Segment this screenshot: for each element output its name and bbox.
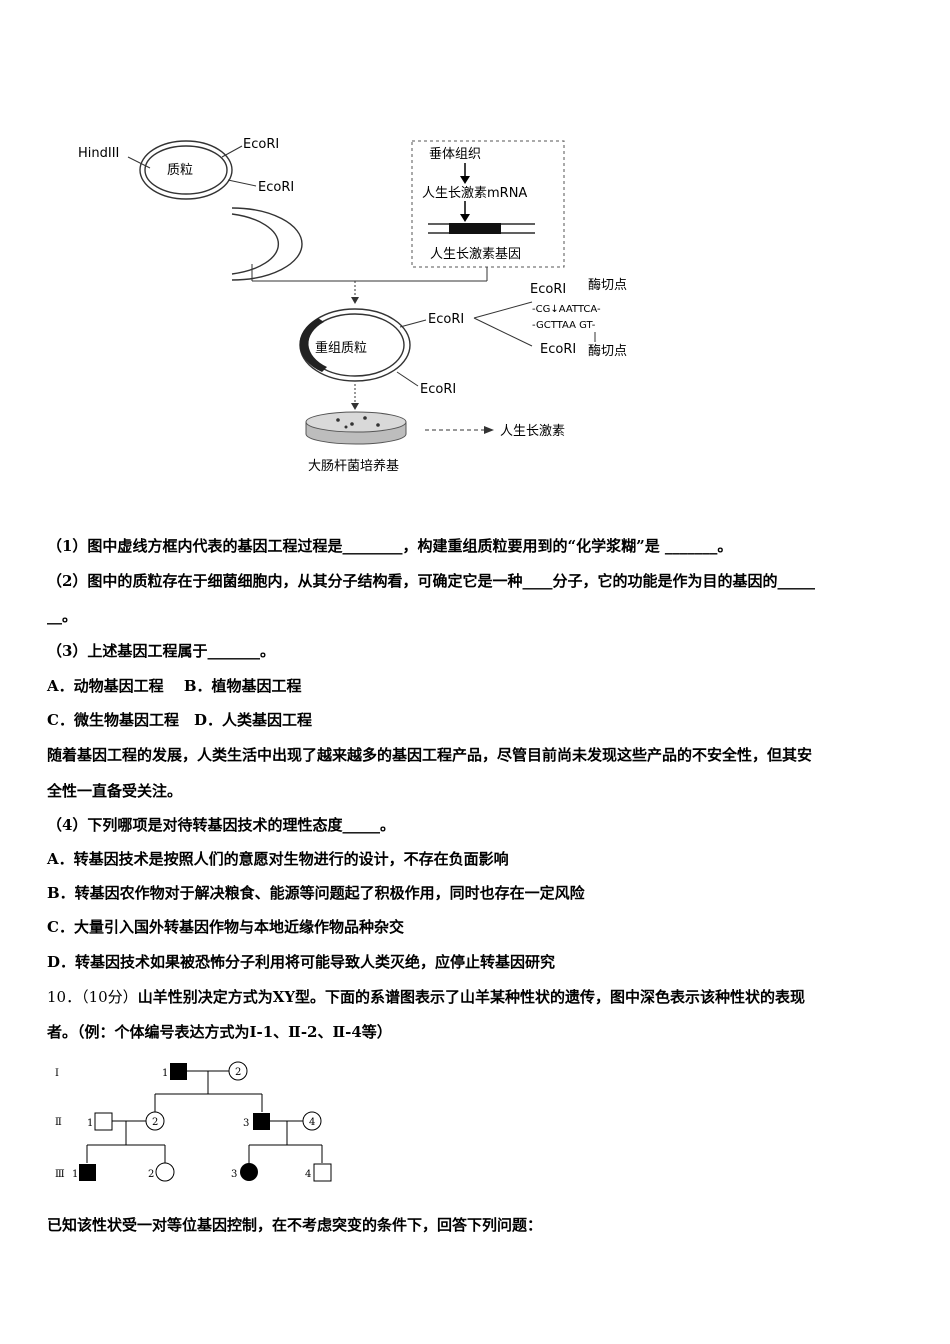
III-4-male	[313, 1163, 332, 1182]
product-label: 人生长激素	[500, 424, 565, 439]
question-1: （1）图中虚线方框内代表的基因工程过程是________，构建重组质粒要用到的“…	[47, 537, 733, 555]
dish-arrowhead	[351, 403, 359, 410]
sequence-top: -CG↓AATTCA-	[532, 304, 601, 315]
connector-arrowhead	[351, 297, 359, 304]
product-arrowhead	[484, 426, 494, 434]
gene-label: 人生长激素基因	[430, 247, 521, 262]
recombinant-label: 重组质粒	[315, 340, 367, 356]
ecori-right-pointer	[399, 319, 427, 328]
pituitary-label: 垂体组织	[429, 147, 481, 162]
III-1-affected-male	[79, 1164, 96, 1181]
question-10-line-1: 10．（10分）山羊性别决定方式为XY型。下面的系谱图表示了山羊某种性状的遗传，…	[47, 986, 805, 1007]
question-3-options-ab: A．动物基因工程 B．植物基因工程	[47, 677, 302, 695]
I-2-number: 2	[235, 1067, 241, 1078]
II-2-number: 2	[152, 1117, 158, 1128]
I-1-affected-male	[170, 1063, 187, 1080]
gene-engineering-figure: 质粒 HindIII EcoRI EcoRI 垂体组织 人生长激素mRNA 人生…	[78, 137, 627, 474]
question-10-line-2: 者。（例：个体编号表达方式为Ⅰ-1、Ⅱ-2、Ⅱ-4等）	[47, 1023, 392, 1041]
mrna-label: 人生长激素mRNA	[422, 186, 527, 201]
site-line-top	[473, 301, 533, 319]
question-10-text: 山羊性别决定方式为XY型。下面的系谱图表示了山羊某种性状的遗传，图中深色表示该种…	[137, 988, 806, 1006]
II-3-number: 3	[243, 1118, 249, 1129]
cut-site-top-label: 酶切点	[588, 277, 627, 293]
question-2-line-2: __。	[47, 607, 78, 625]
hindiii-pointer	[127, 156, 151, 169]
inserted-gene-segment	[299, 318, 327, 372]
plasmid-ring-inner	[144, 145, 228, 195]
ecori-top-label: EcoRI	[243, 137, 279, 152]
question-3-options-cd: C．微生物基因工程 D．人类基因工程	[47, 711, 312, 729]
II-4-number: 4	[309, 1117, 315, 1128]
colony	[363, 416, 367, 420]
generation-III-label: Ⅲ	[55, 1169, 65, 1180]
III-2-number: 2	[148, 1169, 154, 1180]
ecori-bottom-pointer	[396, 371, 419, 387]
cut-plasmid-outer	[231, 207, 303, 281]
question-2-line-1: （2）图中的质粒存在于细菌细胞内，从其分子结构看，可确定它是一种____分子，它…	[47, 572, 815, 590]
colony	[376, 423, 380, 427]
question-4-option-a: A．转基因技术是按照人们的意愿对生物进行的设计，不存在负面影响	[47, 850, 509, 868]
plasmid-ring-outer	[139, 140, 233, 200]
gene-segment	[449, 223, 501, 234]
ecori-right-label: EcoRI	[428, 312, 464, 327]
colony	[350, 422, 354, 426]
generation-II-label: Ⅱ	[55, 1117, 62, 1128]
colony	[336, 418, 340, 422]
intro-line-1: 随着基因工程的发展，人类生活中出现了越来越多的基因工程产品，尽管目前尚未发现这些…	[47, 746, 813, 764]
hindiii-label: HindIII	[78, 146, 119, 161]
cut-plasmid-inner	[231, 213, 279, 275]
dashed-process-box	[411, 140, 565, 268]
question-4-option-d: D．转基因技术如果被恐怖分子利用将可能导致人类灭绝，应停止转基因研究	[47, 953, 556, 971]
III-2-female	[155, 1162, 175, 1182]
question-10-number: 10．（10分）	[47, 988, 138, 1006]
arrow-1-head	[460, 176, 470, 184]
II-3-affected-male	[253, 1113, 270, 1130]
generation-I-label: Ⅰ	[55, 1068, 59, 1079]
ecori-mid-label: EcoRI	[258, 180, 294, 195]
I-1-number: 1	[162, 1068, 168, 1079]
question-10-line-3: 已知该性状受一对等位基因控制，在不考虑突变的条件下，回答下列问题：	[47, 1216, 543, 1234]
III-3-affected-female	[240, 1163, 258, 1181]
question-4-option-b: B．转基因农作物对于解决粮食、能源等问题起了积极作用，同时也存在一定风险	[47, 884, 585, 902]
I-2-female	[228, 1061, 248, 1081]
ecori-bottom-label: EcoRI	[420, 382, 456, 397]
ecori-site-top-label: EcoRI	[530, 282, 566, 297]
question-4: （4）下列哪项是对待转基因技术的理性态度_____。	[47, 816, 395, 834]
III-4-number: 4	[305, 1169, 311, 1180]
II-2-female	[145, 1111, 165, 1131]
pedigree-chart: Ⅰ Ⅱ Ⅲ 1 2 1 2 3 4 1 2 3 4	[55, 1061, 332, 1182]
plasmid-label: 质粒	[167, 163, 193, 178]
question-3: （3）上述基因工程属于_______。	[47, 642, 275, 660]
colony	[344, 425, 348, 429]
sequence-bottom: -GCTTAA GT-	[532, 320, 596, 331]
petri-dish-surface	[305, 411, 407, 433]
III-1-number: 1	[72, 1169, 78, 1180]
ecori-site-bottom-label: EcoRI	[540, 342, 576, 357]
cut-site-bottom-label: 酶切点	[588, 343, 627, 359]
arrow-2-head	[460, 214, 470, 222]
III-3-number: 3	[231, 1169, 237, 1180]
ecori-top-pointer	[221, 145, 243, 158]
II-1-male	[94, 1112, 113, 1131]
intro-line-2: 全性一直备受关注。	[47, 782, 183, 800]
question-4-option-c: C．大量引入国外转基因作物与本地近缘作物品种杂交	[47, 918, 404, 936]
II-4-female	[302, 1111, 322, 1131]
site-line-bottom	[473, 317, 533, 347]
ecori-mid-pointer	[227, 179, 257, 187]
II-1-number: 1	[87, 1118, 93, 1129]
culture-label: 大肠杆菌培养基	[308, 458, 399, 474]
